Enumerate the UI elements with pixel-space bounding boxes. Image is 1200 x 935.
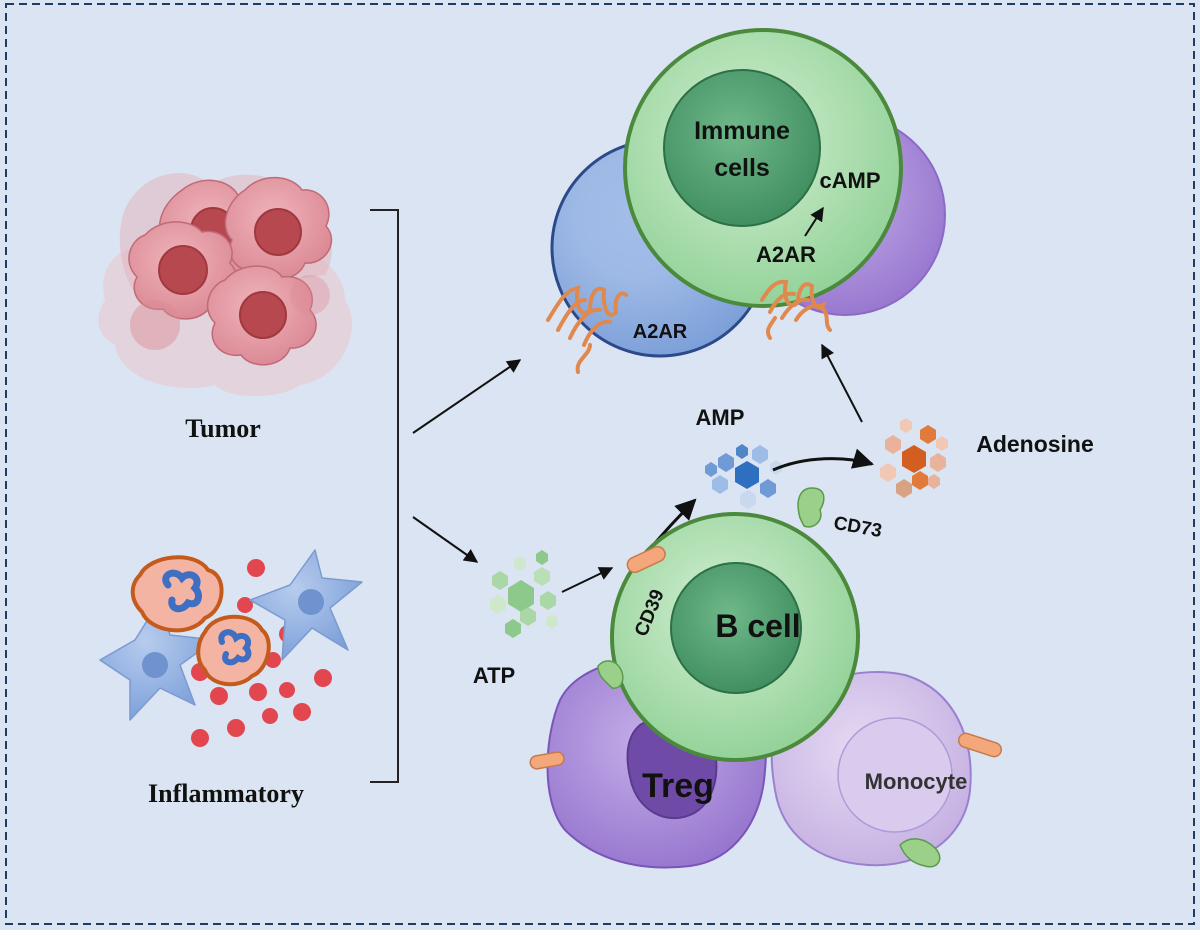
- receptor-treg-green: [597, 660, 624, 689]
- b-cell: [610, 512, 860, 762]
- tumor-label: Tumor: [185, 414, 261, 443]
- monocyte-label: Monocyte: [865, 769, 968, 794]
- arrow-to-atp: [412, 516, 479, 563]
- cd39-receptor: [626, 545, 666, 573]
- camp-label: cAMP: [819, 168, 880, 193]
- arrow-adenosine-to-immune: [821, 343, 863, 423]
- b-cell-nucleus: [670, 562, 802, 694]
- adenosine-label: Adenosine: [976, 431, 1094, 457]
- bracket: [370, 209, 399, 783]
- a2ar-receptor: [760, 279, 832, 340]
- inflammatory-scene: [99, 549, 363, 747]
- atp-molecules: [490, 550, 558, 638]
- a2ar-outer-label: A2AR: [633, 321, 688, 343]
- immune-cells-label-line1: Immune: [694, 117, 790, 145]
- inflammatory-label: Inflammatory: [148, 779, 304, 808]
- receptor-monocyte-green: [899, 838, 941, 868]
- receptor-treg: [529, 751, 565, 770]
- a2ar-receptor: [546, 285, 628, 374]
- amp-label: AMP: [696, 405, 745, 430]
- neutrophil: [196, 614, 271, 687]
- arrow-amp-to-adenosine: [772, 448, 875, 472]
- immune-cells-label-line2: cells: [714, 154, 770, 182]
- a2ar-inner-label: A2AR: [756, 242, 816, 267]
- tumor-cell: [206, 265, 317, 366]
- neutrophil: [130, 555, 224, 633]
- receptor-monocyte: [957, 732, 1003, 758]
- immune-cells: [623, 28, 903, 308]
- tumor-cell: [224, 176, 333, 280]
- arrow-a2ar-to-camp: [804, 206, 824, 237]
- adenosine-molecules: [880, 418, 948, 498]
- immune-cells-nucleus: [663, 69, 821, 227]
- immune-cell-group: [546, 28, 946, 374]
- cd73-receptor: [797, 487, 825, 528]
- monocyte-nucleus: [837, 717, 953, 833]
- treg-label: Treg: [642, 767, 714, 805]
- dendritic-cell: [249, 549, 363, 661]
- tumor-cluster: [98, 173, 353, 397]
- b-cell-label: B cell: [715, 608, 800, 644]
- atp-label: ATP: [473, 663, 515, 688]
- arrow-to-immune-cells: [412, 359, 522, 434]
- arrow-atp-to-cd39: [561, 567, 614, 593]
